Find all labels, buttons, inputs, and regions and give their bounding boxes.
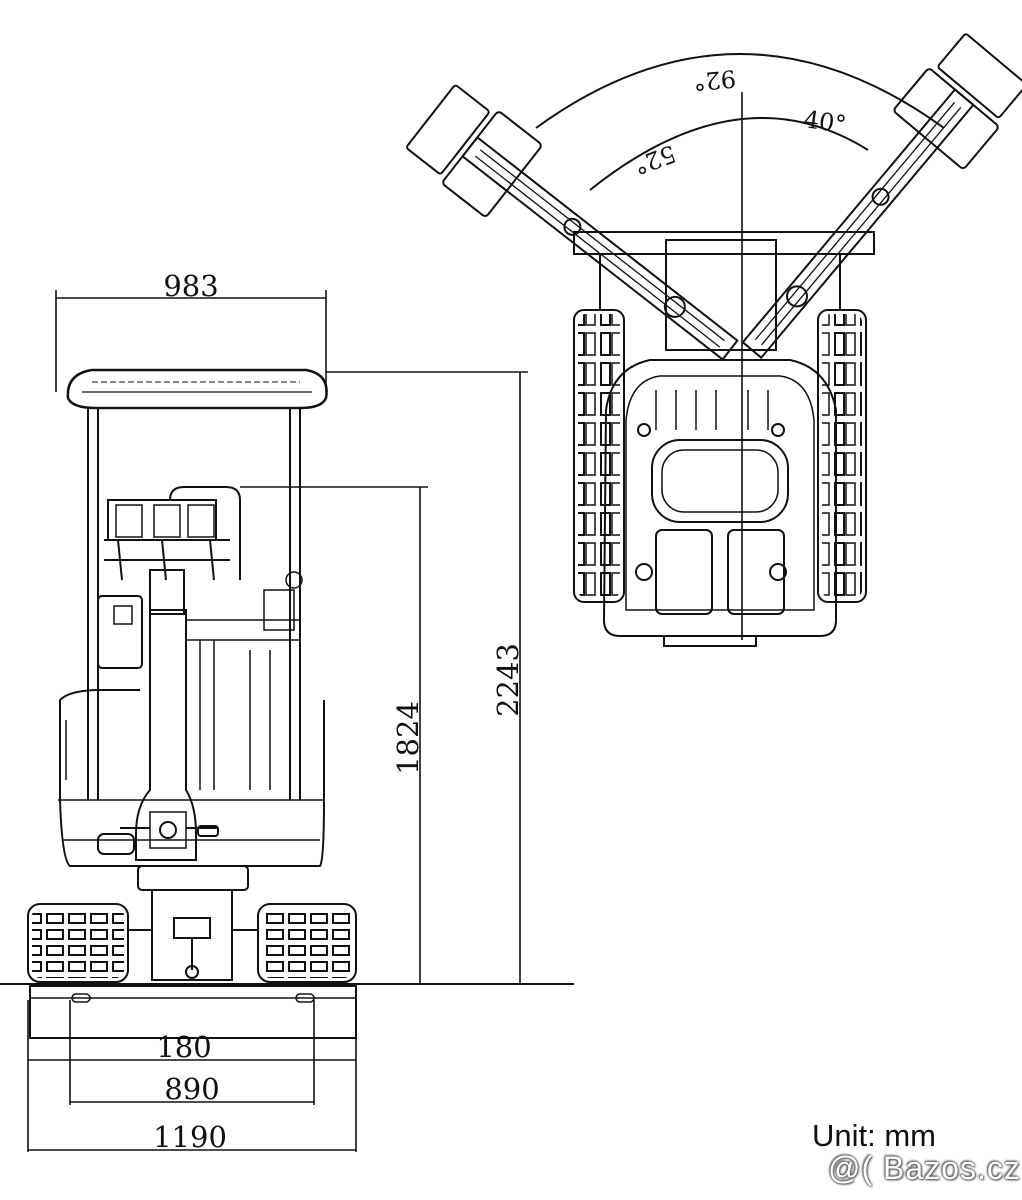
control-box <box>97 595 143 669</box>
front-dimensions <box>27 290 528 1152</box>
swing-bearing <box>137 865 249 891</box>
unit-label: Unit: mm <box>812 1118 936 1153</box>
dim-seat-height: 1824 <box>391 701 425 775</box>
dim-track-gauge: 890 <box>164 1072 219 1106</box>
boom-swing-bracket <box>573 231 875 255</box>
angle-total-swing: 92° <box>692 64 737 96</box>
boom-right <box>741 33 1022 360</box>
dim-undercarriage-width: 1190 <box>153 1120 227 1154</box>
boom-front <box>135 609 197 861</box>
arc-total-swing <box>535 53 945 129</box>
seat-back <box>169 486 241 580</box>
top-upper-body <box>602 359 837 637</box>
dim-overall-height: 2243 <box>491 643 525 717</box>
arc-partial-swing <box>589 117 869 191</box>
seat-frame <box>107 499 217 541</box>
front-view <box>0 368 574 1039</box>
dim-track-shoe-width: 180 <box>156 1030 211 1064</box>
top-view <box>406 33 1022 647</box>
dim-overall-width: 983 <box>163 269 218 303</box>
operator-seat-top <box>651 439 789 523</box>
track-left <box>27 903 129 983</box>
upper-body <box>59 700 325 867</box>
angle-right-swing: 40° <box>802 105 848 139</box>
watermark: @( Bazos.cz <box>828 1150 1021 1186</box>
track-right <box>257 903 357 983</box>
angle-left-swing: 52° <box>630 139 680 180</box>
boom-left <box>406 84 739 361</box>
top-track-right <box>817 309 867 603</box>
